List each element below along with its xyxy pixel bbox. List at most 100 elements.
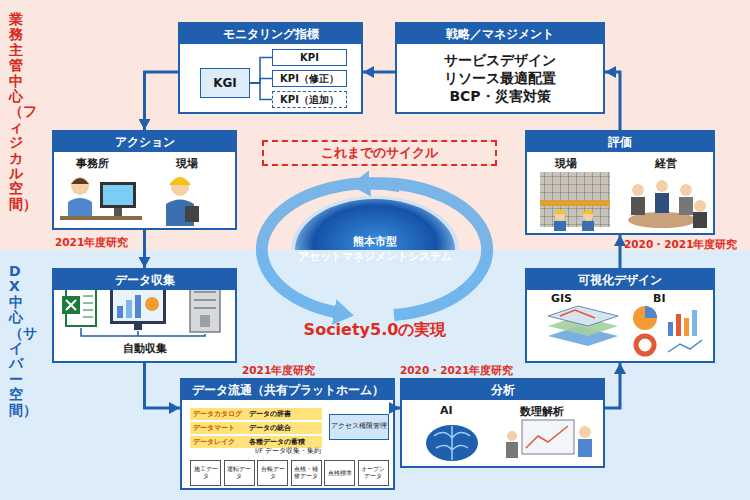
panel-header: 戦略／マネジメント	[397, 24, 603, 44]
construction-site-icon-part	[583, 211, 593, 221]
math-analysis-icon-part	[578, 439, 592, 457]
cycle-note-box: これまでのサイクル	[262, 140, 497, 166]
bi-chart-icon-part	[692, 310, 697, 336]
flow-arrow	[605, 72, 620, 130]
bracket-connector	[250, 79, 272, 84]
data-source-box: オープンデータ	[358, 460, 389, 486]
vertical-band: DX中心（サイバー空間） データ収集自動収集 可視化デザイン GIS BI データ流通（共…	[0, 250, 750, 500]
panel-header: 分析	[402, 380, 603, 400]
gis-layers-icon	[548, 306, 618, 346]
server-cabinet-icon	[190, 284, 220, 332]
field-worker-icon	[166, 177, 199, 226]
panel-header: 評価	[527, 132, 713, 152]
cycle-ring	[262, 183, 487, 315]
server-cabinet-icon-part	[200, 315, 210, 327]
spreadsheet-icon-part	[62, 296, 80, 314]
band-title: 業務主管中心（フィジカル空間）	[9, 12, 23, 212]
monitor-icon	[110, 286, 166, 330]
layer-row: データマートデータの統合	[190, 422, 322, 434]
monitor-icon-part	[126, 300, 132, 318]
node-text: オープンデータ	[359, 466, 388, 480]
node-text: 点検・補修データ	[292, 466, 321, 480]
panel-header: データ収集	[54, 270, 235, 290]
math-analysis-icon-part	[579, 426, 591, 438]
cycle-ring-part	[262, 183, 400, 313]
construction-site-icon-part	[555, 211, 565, 221]
office-worker-icon-part	[100, 182, 136, 208]
panel-text: 現場	[176, 156, 198, 171]
meeting-icon-part	[679, 197, 693, 215]
bi-chart-icon	[633, 306, 702, 354]
research-year-label: 2020・2021年度研究	[624, 238, 737, 252]
data-source-box: 台帳データ	[257, 460, 288, 486]
office-worker-icon-part	[68, 198, 92, 216]
math-analysis-icon-part	[526, 426, 568, 448]
office-worker-icon-part	[103, 185, 133, 205]
server-cabinet-icon-part	[194, 292, 216, 308]
meeting-icon-part	[631, 197, 645, 215]
panel-text: GIS	[551, 292, 572, 305]
node-text: データカタログ	[190, 410, 249, 419]
panel-text: サービスデザイン リソース最適配置 BCP・災害対策	[430, 51, 570, 106]
kpi-box: KPI（修正）	[272, 70, 347, 87]
kpi-box: KPI	[272, 49, 347, 66]
panel-header: 可視化デザイン	[527, 270, 713, 290]
monitor-icon-part	[117, 306, 123, 318]
field-worker-icon-part	[169, 177, 191, 185]
access-box: アクセス権限管理	[329, 414, 389, 440]
band-title: DX中心（サイバー空間）	[9, 264, 23, 418]
construction-site-icon	[540, 172, 610, 231]
data-source-box: 点検標準	[324, 460, 355, 486]
flow-arrow	[145, 363, 181, 408]
construction-site-icon-part	[582, 221, 594, 231]
bracket-connector	[250, 58, 272, 84]
panel-header: データ流通（共有プラットホーム）	[182, 380, 393, 400]
panel-box: データ収集自動収集	[52, 268, 237, 363]
gis-layers-icon-part	[560, 310, 595, 318]
cycle-ring-part	[364, 183, 487, 315]
meeting-icon-part	[694, 200, 706, 212]
meeting-icon-part	[656, 180, 668, 192]
office-worker-icon-part	[71, 178, 89, 184]
panel-text: 現場	[555, 156, 577, 171]
node-text: アクセス権限管理	[331, 423, 387, 431]
bi-chart-icon-part	[676, 314, 681, 336]
layer-row: データレイク各種データの蓄積	[190, 436, 322, 448]
math-analysis-icon	[506, 420, 592, 458]
panel-text: 数理解析	[520, 404, 564, 419]
construction-site-icon-part	[540, 172, 610, 227]
panel-box: アクション事務所現場	[52, 130, 237, 230]
node-text: 台帳データ	[258, 466, 287, 480]
office-worker-icon-part	[60, 216, 142, 220]
panel-box: 可視化デザイン GIS BI	[525, 268, 715, 363]
node-text: 熊本市型 アセットマネジメントシステム	[290, 235, 460, 265]
panel-text: 経営	[655, 156, 677, 171]
data-source-box: 施工データ	[190, 460, 221, 486]
node-text: KPI（追加）	[280, 93, 339, 107]
office-worker-icon-part	[71, 177, 89, 195]
node-text: データの辞書	[249, 410, 291, 419]
panel-box: モニタリング指標KGIKPIKPI（修正）KPI（追加）	[178, 22, 363, 114]
node-text: 施工データ	[191, 466, 220, 480]
ai-brain-icon-part	[434, 426, 470, 460]
spreadsheet-icon	[62, 288, 96, 326]
layer-row: データカタログデータの辞書	[190, 408, 322, 420]
math-analysis-icon-part	[522, 420, 574, 454]
flow-arrow	[619, 235, 622, 268]
bi-chart-icon-part	[668, 322, 673, 336]
meeting-icon-part	[693, 212, 707, 228]
research-year-label: 2021年度研究	[242, 364, 315, 378]
construction-site-icon-part	[554, 210, 566, 214]
monitor-icon-part	[110, 286, 166, 324]
panel-text: 事務所	[76, 156, 109, 171]
node-text: データマート	[190, 424, 249, 433]
gis-layers-icon-part	[548, 326, 618, 346]
panel-box: 戦略／マネジメントサービスデザイン リソース最適配置 BCP・災害対策	[395, 22, 605, 114]
panel-text: AI	[440, 404, 453, 417]
kgi-box: KGI	[200, 68, 250, 98]
gis-layers-icon-part	[548, 306, 618, 326]
monitor-icon-part	[134, 324, 142, 330]
society-label: Society5.0の実現	[300, 320, 450, 341]
panel-text: BI	[653, 292, 665, 305]
node-text: これまでのサイクル	[321, 144, 438, 162]
